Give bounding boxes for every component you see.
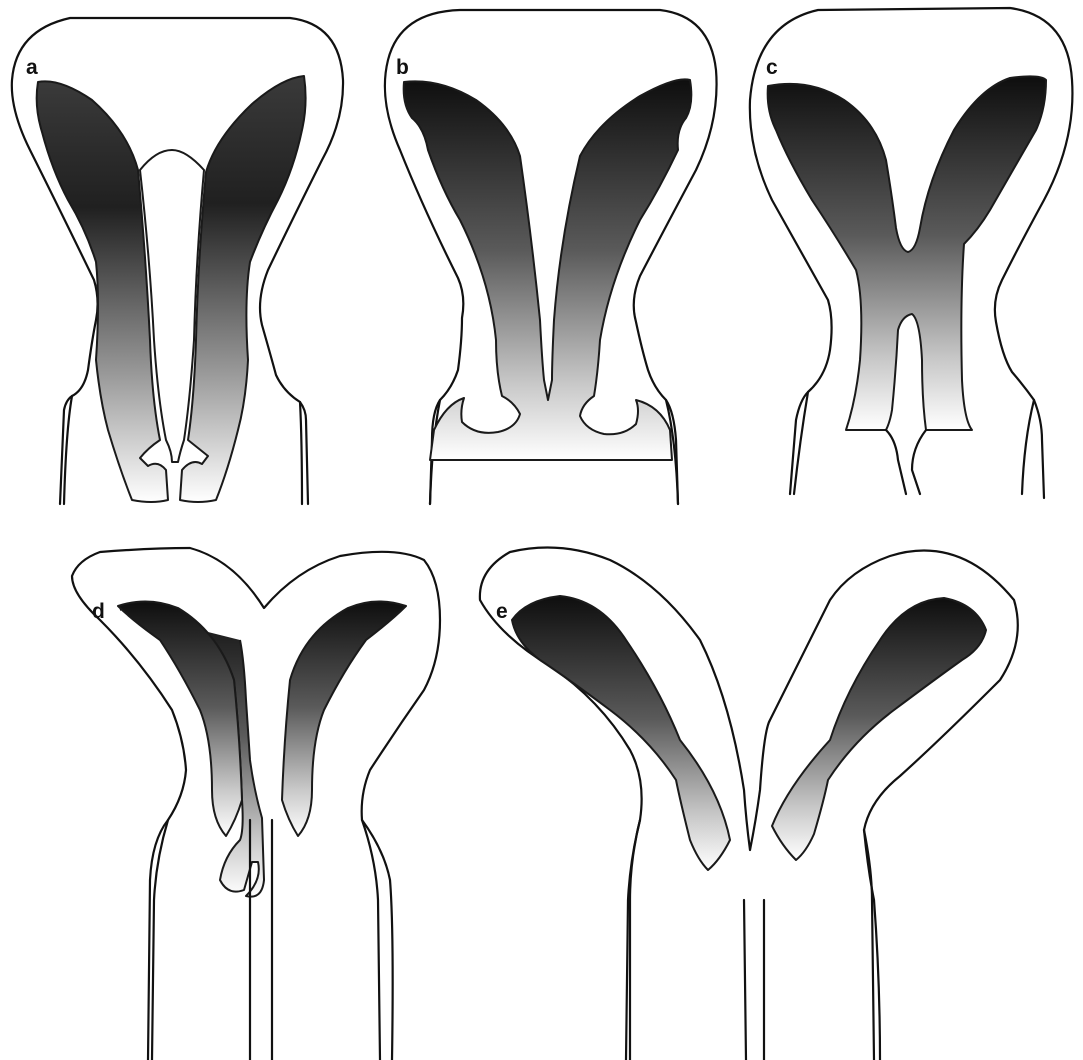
- panel-a-label: a: [26, 56, 38, 79]
- panel-e: e: [480, 548, 1018, 1060]
- panel-c: c: [750, 8, 1073, 498]
- panel-b-label: b: [396, 56, 409, 79]
- panel-e-label: e: [496, 600, 508, 623]
- panel-d: d: [72, 548, 440, 1060]
- panel-a: a: [12, 18, 343, 504]
- panel-d-label: d: [92, 600, 105, 623]
- panel-c-label: c: [766, 56, 778, 79]
- panel-b: b: [385, 10, 717, 504]
